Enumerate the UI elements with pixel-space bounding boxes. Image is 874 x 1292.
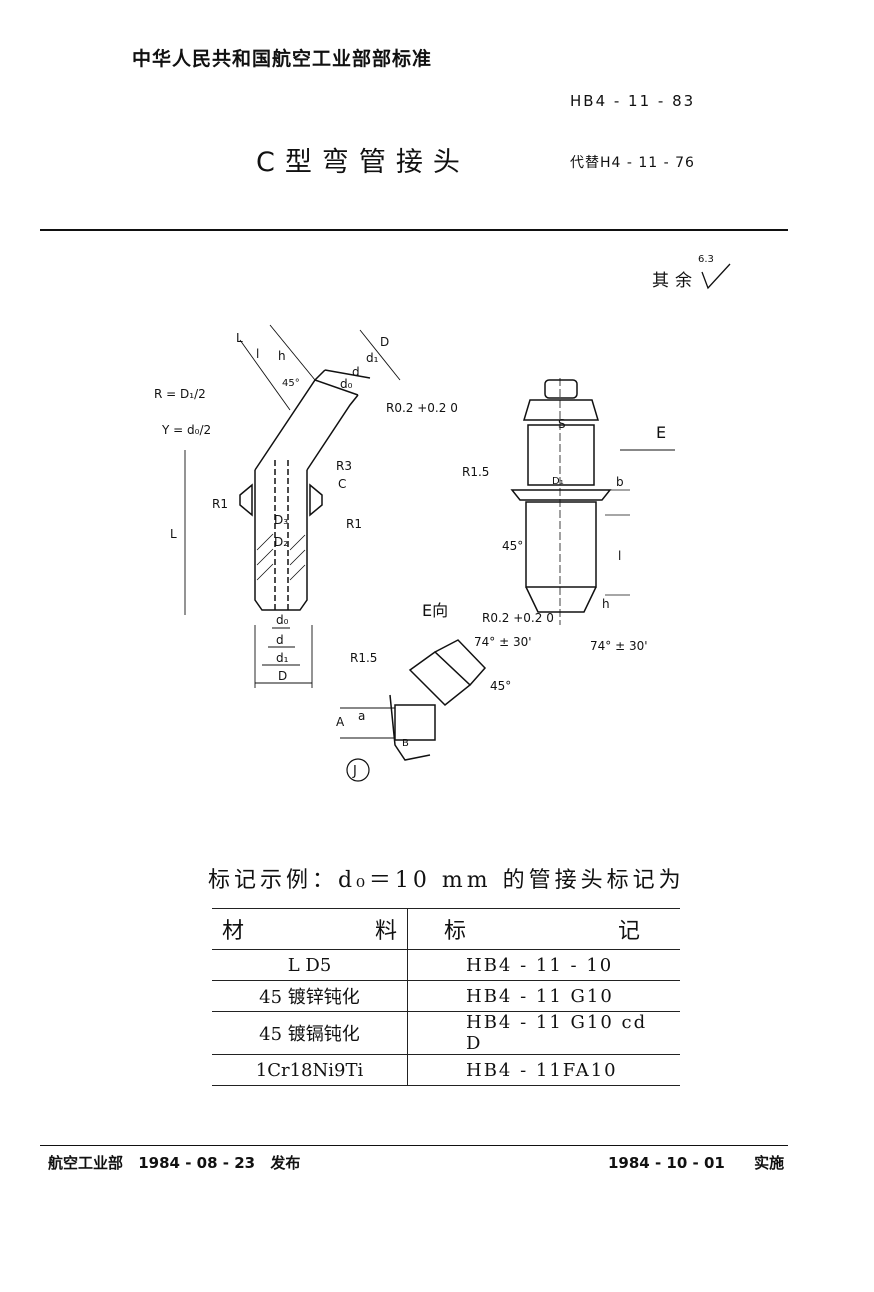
label-h-right: h (602, 597, 610, 611)
label-74-right: 74° ± 30' (590, 639, 648, 653)
label-E: E (656, 423, 666, 442)
label-d-bottom: d (276, 633, 284, 647)
label-l-right: l (618, 549, 621, 563)
label-R02-right: R0.2 +0.2 0 (482, 611, 554, 625)
right-view-labels: E S R1.5 D₁ b 45° l h R0.2 +0.2 0 74° ± … (462, 417, 666, 653)
left-section-view (184, 324, 401, 688)
document-title: C型弯管接头 (256, 147, 470, 178)
label-b: b (616, 475, 624, 489)
marking-table: 材 料 标 记 L D5 HB4 - 11 - 10 45 镀锌钝化 HB4 -… (212, 908, 680, 1086)
label-D1: D₁ (552, 476, 564, 487)
header-material-char2: 料 (374, 919, 397, 944)
cell-material: 1Cr18Ni9Ti (212, 1054, 408, 1086)
cell-mark: HB4 - 11FA10 (407, 1054, 680, 1086)
cell-mark: HB4 - 11 G10 (407, 980, 680, 1012)
label-R1-right: R1 (346, 517, 362, 531)
header-mark-char1: 标 (444, 919, 467, 944)
cell-mark: HB4 - 11 - 10 (407, 949, 680, 981)
cell-material: 45 镀镉钝化 (212, 1011, 408, 1055)
footer-divider (40, 1145, 788, 1146)
label-D-bottom: D (278, 669, 287, 683)
label-C: C (338, 477, 346, 491)
label-74-e: 74° ± 30' (474, 635, 532, 649)
issuing-organization: 中华人民共和国航空工业部部标准 (132, 48, 433, 70)
standard-code: HB4 - 11 - 83 (570, 92, 696, 110)
header-material-char1: 材 (222, 919, 245, 944)
cell-mark: HB4 - 11 G10 cd D (407, 1011, 680, 1055)
header-material: 材 料 (212, 908, 408, 950)
label-l: l (256, 347, 259, 361)
label-45-top: 45° (282, 378, 300, 389)
label-L-vertical: L (170, 527, 177, 541)
label-R1-left: R1 (212, 497, 228, 511)
e-direction-view (340, 639, 487, 782)
label-J: J (352, 764, 357, 779)
label-R3: R3 (336, 459, 352, 473)
label-d: d (352, 365, 360, 379)
issue-date: 1984 - 08 - 23 (138, 1154, 256, 1172)
table-row: 45 镀锌钝化 HB4 - 11 G10 (212, 980, 680, 1012)
table-row: 45 镀镉钝化 HB4 - 11 G10 cd D (212, 1011, 680, 1055)
label-R: R = D₁/2 (154, 387, 206, 401)
label-D2: D₂ (274, 535, 288, 549)
label-a: a (358, 709, 365, 723)
cell-material: L D5 (212, 949, 408, 981)
label-45-e: 45° (490, 679, 511, 693)
cell-material: 45 镀锌钝化 (212, 980, 408, 1012)
label-R15-e: R1.5 (350, 651, 377, 665)
label-S: S (558, 417, 566, 431)
label-D3: D₃ (274, 513, 288, 527)
table-header-row: 材 料 标 记 (212, 908, 680, 950)
label-R02-top: R0.2 +0.2 0 (386, 401, 458, 415)
table-row: 1Cr18Ni9Ti HB4 - 11FA10 (212, 1054, 680, 1086)
roughness-value: 6.3 (698, 254, 714, 265)
e-view-labels: E向 74° ± 30' R1.5 45° A a B J (336, 601, 532, 779)
effective-date: 1984 - 10 - 01 (608, 1154, 725, 1172)
issuer: 航空工业部 (48, 1154, 124, 1172)
header-mark-char2: 记 (617, 919, 640, 944)
label-d0-bottom: d₀ (276, 613, 289, 627)
effective-word: 实施 (754, 1154, 785, 1172)
label-h: h (278, 349, 286, 363)
fitting-technical-drawing: L l h D d₁ d d₀ 45° R = D₁/2 Y = d₀/2 R0… (154, 324, 675, 782)
roughness-symbol-icon (701, 263, 731, 290)
label-d0: d₀ (340, 377, 353, 391)
label-L: L (236, 331, 243, 345)
issue-word: 发布 (270, 1154, 301, 1172)
left-view-labels: L l h D d₁ d d₀ 45° R = D₁/2 Y = d₀/2 R0… (154, 331, 458, 683)
label-E-view: E向 (422, 601, 448, 620)
marking-example: 标记示例：d₀＝10 mm 的管接头标记为 (208, 868, 685, 893)
table-row: L D5 HB4 - 11 - 10 (212, 949, 680, 981)
label-Y: Y = d₀/2 (161, 423, 211, 437)
roughness-label: 其余 (652, 271, 698, 291)
replaces-standard: 代替H4 - 11 - 76 (570, 155, 695, 171)
label-R15-right: R1.5 (462, 465, 489, 479)
label-45-right: 45° (502, 539, 523, 553)
footer-issue: 航空工业部 1984 - 08 - 23 发布 (48, 1152, 300, 1173)
label-D: D (380, 335, 389, 349)
header-divider (40, 229, 788, 231)
footer-effective: 1984 - 10 - 01 实施 (608, 1152, 784, 1173)
label-d1: d₁ (366, 351, 379, 365)
label-A: A (336, 715, 345, 729)
header-mark: 标 记 (407, 908, 680, 950)
label-d1-bottom: d₁ (276, 651, 289, 665)
right-external-view (510, 378, 675, 625)
label-B: B (402, 738, 409, 749)
